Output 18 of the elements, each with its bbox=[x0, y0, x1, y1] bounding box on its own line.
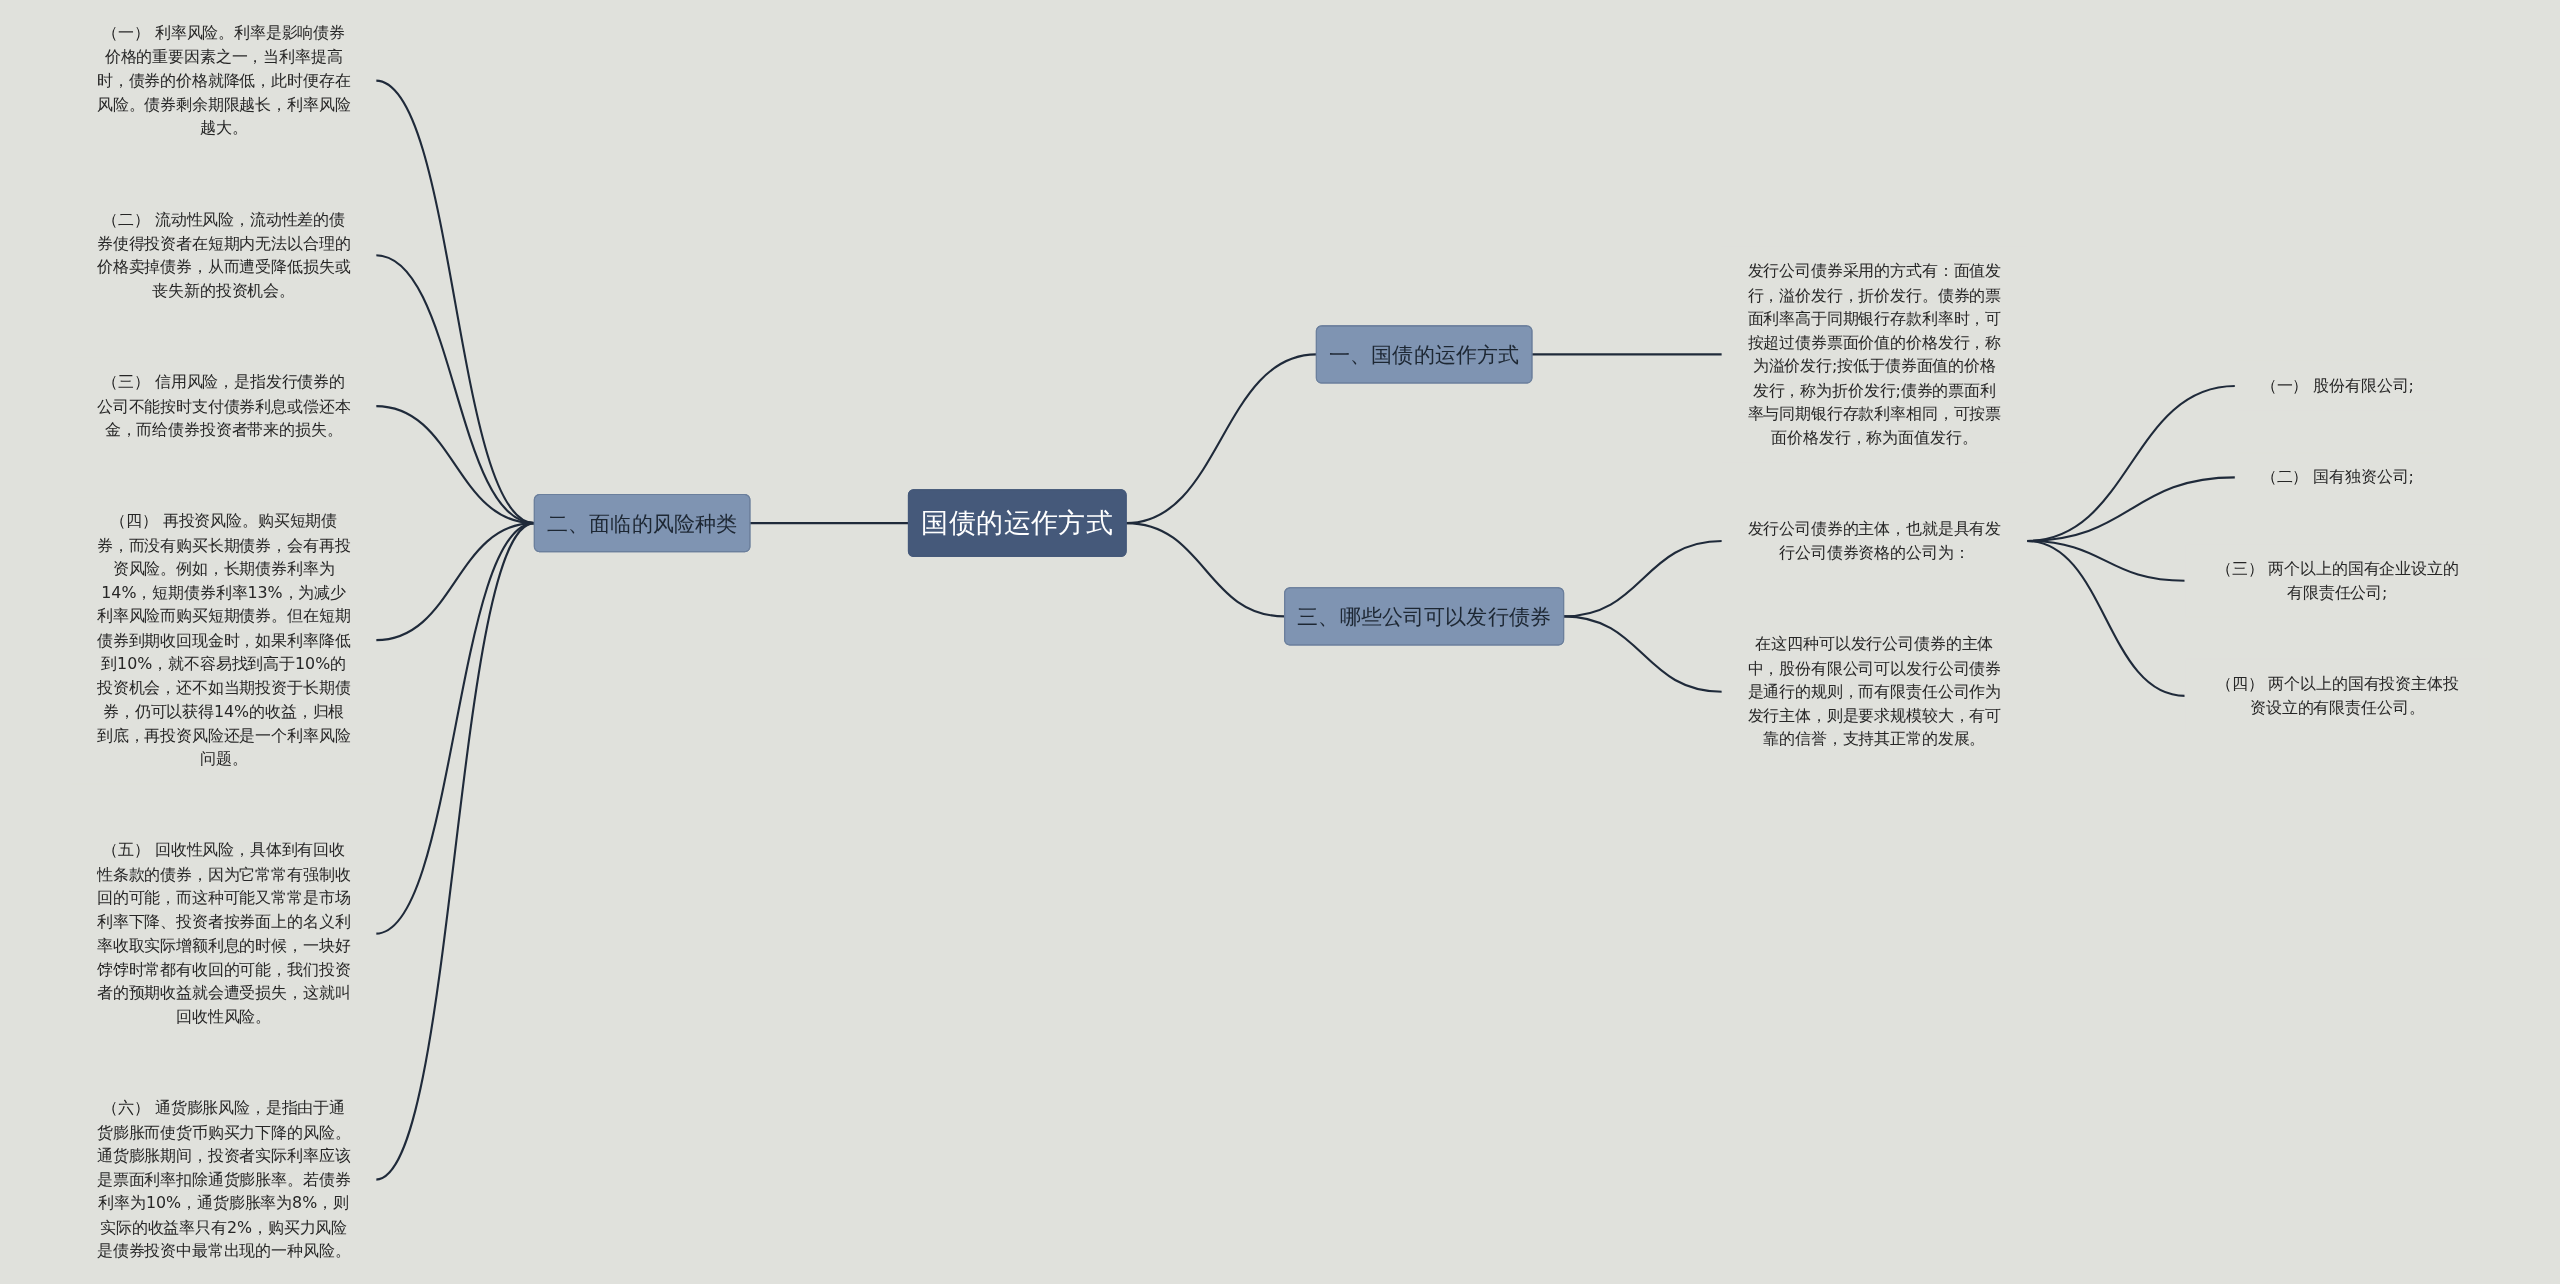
connector bbox=[1531, 353, 1722, 356]
node-text: （三） 两个以上的国有企业设立的有限责任公司; bbox=[2215, 559, 2459, 602]
node-text: （一） 利率风险。利率是影响债券价格的重要因素之一，当利率提高时，债券的价格就降低，此时便存在风险。债券剩余期限越长，利率风险越大。 bbox=[96, 23, 351, 138]
node-text: 发行公司债券的主体，也就是具有发行公司债券资格的公司为： bbox=[1747, 519, 2001, 563]
node-text: （三） 信用风险，是指发行债券的公司不能按时支付债券利息或偿还本金，而给债券投资者带来的损失。 bbox=[96, 372, 351, 440]
node-text: 在这四种可以发行公司债券的主体中，股份有限公司可以发行公司债券是通行的规则，而有限责任公司作为发行主体，则是要求规模较大，有可靠的信誉，支持其正常的发展。 bbox=[1747, 634, 2001, 749]
connector bbox=[749, 522, 908, 525]
connector bbox=[1563, 615, 1722, 693]
connector bbox=[1125, 522, 1285, 618]
node-text: （五） 回收性风险，具体到有回收性条款的债券，因为它常常有强制收回的可能，而这种可能又常常是市场利率下降、投资者按券面上的名义利率收取实际增额利息的时候，一块好饽饽时常都有收回的可能，我们投资者的预期收益就会遭受损失，这就叫回收性风险。 bbox=[96, 840, 351, 1027]
node-text: （四） 两个以上的国有投资主体投资设立的有限责任公司。 bbox=[2215, 674, 2459, 718]
node-text: （一） 股份有限公司; bbox=[2260, 376, 2414, 396]
connector bbox=[374, 522, 535, 1181]
node-text: （二） 国有独资公司; bbox=[2260, 467, 2414, 487]
node-text: （二） 流动性风险，流动性差的债券使得投资者在短期内无法以合理的价格卖掉债券，从而遭受降低损失或丧失新的投资机会。 bbox=[96, 209, 351, 301]
node-text: 发行公司债券采用的方式有：面值发行，溢价发行，折价发行。债券的票面利率高于同期银行存款利率时，可按超过债券票面价值的价格发行，称为溢价发行;按低于债券面值的价格发行，称为折价发行;债券的票面利率与同期银行存款利率相同，可按票面价格发行，称为面值发行。 bbox=[1747, 261, 2001, 447]
node-text: （六） 通货膨胀风险，是指由于通货膨胀而使货币购买力下降的风险。通货膨胀期间，投资者实际利率应该是票面利率扣除通货膨胀率。若债券利率为10%，通货膨胀率为8%，则实际的收益率只有2%，购买力风险是债券投资中最常出现的一种风险。 bbox=[96, 1098, 351, 1261]
node-text: （四） 再投资风险。购买短期债券，而没有购买长期债券，会有再投资风险。例如，长期债券利率为14%，短期债券利率13%，为减少利率风险而购买短期债券。但在短期债券到期收回现金时，如果利率降低到10%，就不容易找到高于10%的投资机会，还不如当期投资于长期债券，仍可以获得14%的收益，归根到底，再投资风险还是一个利率风险问题。 bbox=[96, 511, 351, 769]
